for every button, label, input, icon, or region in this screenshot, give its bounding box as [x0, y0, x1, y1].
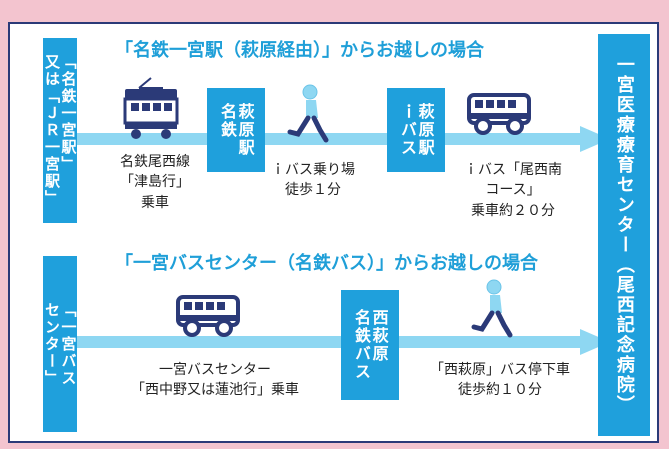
- route1-stop-ibus-hagiwara: 萩原駅 ｉバス: [387, 88, 445, 172]
- route2-origin-box: 「一宮バス センター」: [43, 256, 78, 432]
- route1-step2-caption: ｉバス乗り場 徒歩１分: [271, 162, 355, 199]
- route2-step1-caption: 一宮バスセンター 「西中野又は蓮池行」乗車: [131, 362, 299, 399]
- bus-icon: [467, 93, 531, 135]
- destination-box: 一宮医療療育センター（尾西記念病院）: [598, 34, 650, 436]
- route1-stop-meitetsu-hagiwara: 萩原駅 名鉄: [207, 88, 265, 172]
- route1-stop2-label: 萩原駅 ｉバス: [398, 103, 435, 157]
- route1-step3-caption: ｉバス「尾西南 コース」 乗車約２０分: [464, 162, 562, 219]
- route1-origin-box: 「名鉄一宮駅」 又は「ＪＲ一宮駅」: [43, 38, 78, 223]
- train-icon: [123, 77, 179, 139]
- walking-person-icon: [471, 279, 513, 338]
- bus-icon: [176, 295, 240, 337]
- route2-step2-caption: 「西萩原」バス停下車 徒歩約１０分: [430, 362, 570, 399]
- route2-stop-nishihagiwara: 西萩原 名鉄バス: [341, 290, 399, 400]
- route1-step1-caption: 名鉄尾西線 「津島行」 乗車: [120, 154, 190, 211]
- route-guide-panel: 「名鉄一宮駅（萩原経由）」からお越しの場合 「名鉄一宮駅」 又は「ＪＲ一宮駅」 …: [8, 22, 659, 443]
- route2-flow-arrow: [65, 329, 610, 355]
- route2-origin-label: 「一宮バス センター」: [43, 301, 78, 387]
- route2-title: 「一宮バスセンター（名鉄バス）」からお越しの場合: [115, 253, 538, 274]
- route1-origin-label: 「名鉄一宮駅」 又は「ＪＲ一宮駅」: [43, 54, 78, 207]
- route2-stop1-label: 西萩原 名鉄バス: [352, 309, 389, 381]
- route1-stop1-label: 萩原駅 名鉄: [218, 103, 255, 157]
- route1-title: 「名鉄一宮駅（萩原経由）」からお越しの場合: [115, 40, 484, 61]
- destination-label: 一宮医療療育センター（尾西記念病院）: [613, 55, 635, 415]
- walking-person-icon: [287, 84, 329, 143]
